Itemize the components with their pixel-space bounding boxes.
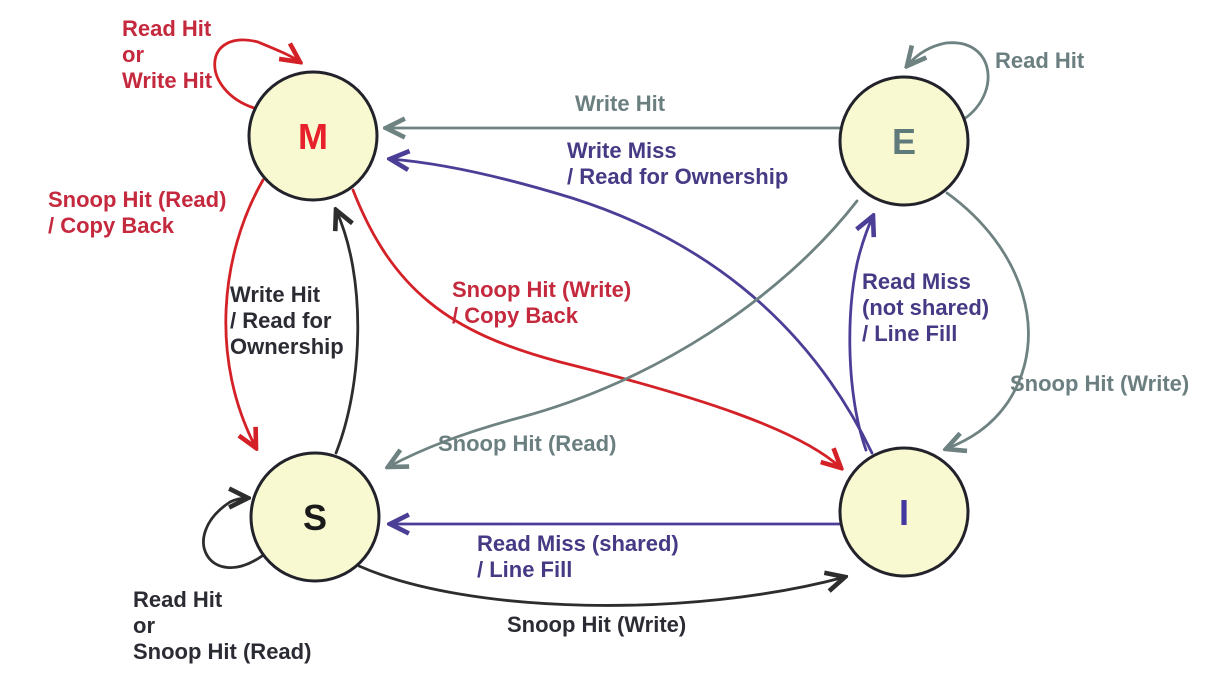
state-e-label: E (892, 121, 916, 162)
state-i-circle (838, 446, 970, 578)
transition-label-s-to-i: Snoop Hit (Write) (507, 612, 687, 637)
transition-label-s-to-m: Write Hit / Read for Ownership (230, 282, 344, 359)
transition-arrow-e-to-s (388, 199, 859, 467)
transition-label-i-to-s: Read Miss (shared) / Line Fill (477, 531, 679, 582)
state-s-label: S (303, 497, 327, 538)
transition-label-s-self: Read Hit or Snoop Hit (Read) (133, 587, 312, 664)
state-m-label: M (298, 116, 328, 157)
state-m-circle (247, 70, 379, 202)
transition-arrow-m-self (213, 38, 300, 110)
transition-arrow-i-to-m (390, 159, 874, 455)
transition-arrow-e-self (907, 41, 990, 123)
transition-label-m-to-i: Snoop Hit (Write) / Copy Back (452, 277, 632, 328)
transition-label-m-self: Read Hit or Write Hit (122, 16, 213, 93)
transition-arrow-e-to-i (946, 191, 1030, 449)
state-s-circle (249, 451, 381, 583)
transition-label-i-to-e: Read Miss (not shared) / Line Fill (862, 269, 990, 346)
transition-label-e-to-s: Snoop Hit (Read) (438, 431, 617, 456)
transition-label-e-to-i: Snoop Hit (Write) (1010, 371, 1190, 396)
transition-arrow-s-to-i (357, 564, 845, 607)
transition-label-m-to-s: Snoop Hit (Read) / Copy Back (48, 187, 227, 238)
transition-arrow-i-to-e (848, 216, 873, 452)
transition-label-e-self: Read Hit (995, 48, 1085, 73)
transition-arrow-s-to-m (336, 210, 360, 455)
state-e-circle (838, 75, 970, 207)
state-i-label: I (899, 492, 909, 533)
transition-arrow-m-to-i (351, 188, 841, 468)
transition-label-i-to-m: Write Miss / Read for Ownership (567, 138, 789, 189)
transition-arrow-m-to-s (224, 178, 265, 448)
transition-label-e-to-m: Write Hit (575, 91, 666, 116)
transition-arrow-s-self (202, 498, 264, 569)
